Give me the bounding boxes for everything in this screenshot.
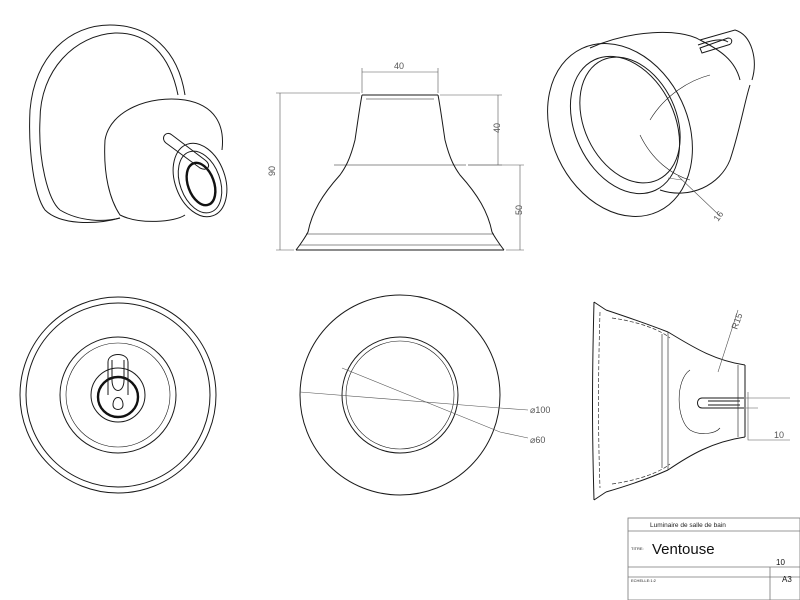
isometric-view-left bbox=[29, 24, 228, 224]
title-label: TITRE: bbox=[631, 546, 644, 551]
isometric-view-right: 16 bbox=[547, 29, 755, 223]
dim-wall: 16 bbox=[711, 209, 725, 223]
project-name: Luminaire de salle de bain bbox=[650, 522, 726, 529]
scale-label: ECHELLE:1:2 bbox=[631, 578, 657, 583]
front-elevation-view: 40 40 90 50 bbox=[267, 61, 524, 251]
drawing-title: Ventouse bbox=[652, 541, 715, 558]
dim-top-width: 40 bbox=[394, 61, 404, 71]
dim-slot-width: 10 bbox=[774, 430, 784, 440]
top-view bbox=[19, 296, 217, 494]
dim-inner-diameter: ⌀60 bbox=[530, 435, 545, 445]
dim-outer-diameter: ⌀100 bbox=[530, 405, 550, 415]
dim-fillet-radius: R15 bbox=[729, 312, 744, 331]
dim-upper-height: 40 bbox=[492, 123, 502, 133]
dim-total-height: 90 bbox=[267, 166, 277, 176]
title-block: Luminaire de salle de bain TITRE: Ventou… bbox=[627, 517, 800, 600]
sheet-number: 10 bbox=[776, 558, 785, 567]
bottom-view: ⌀100 ⌀60 bbox=[299, 294, 550, 496]
sheet-format: A3 bbox=[782, 575, 792, 584]
dim-lower-height: 50 bbox=[514, 205, 524, 215]
section-view: R15 10 bbox=[592, 301, 790, 501]
